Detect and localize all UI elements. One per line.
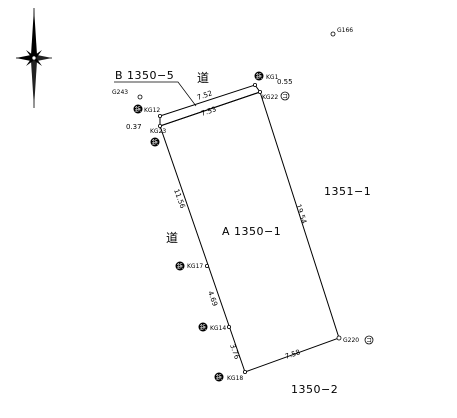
station-kg12 — [157, 114, 162, 119]
label-g166: G166 — [337, 27, 353, 34]
svg-text:コ: コ — [366, 338, 372, 345]
dim-end-055: 0.55 — [277, 78, 293, 86]
rivet-icon: 鋲 — [254, 71, 264, 81]
label-kg18: KG18 — [227, 375, 243, 382]
dim-end-037: 0.37 — [126, 123, 142, 131]
svg-text:コ: コ — [282, 94, 288, 101]
rivet-icon: 鋲 — [175, 261, 185, 271]
lot-b-leader — [114, 81, 197, 107]
lot-b-label: B 1350−5 — [115, 69, 174, 82]
lot-a-label: A 1350−1 — [222, 225, 281, 238]
station-kg23 — [157, 124, 162, 129]
svg-text:鋲: 鋲 — [177, 263, 183, 271]
dim-west-376: 3.76 — [228, 343, 241, 361]
label-kg1: KG1 — [266, 74, 279, 81]
station-g166 — [330, 31, 336, 37]
dim-east-1954: 19.54 — [294, 203, 308, 225]
station-kg1 — [252, 83, 257, 88]
station-g220 — [336, 335, 342, 341]
svg-text:鋲: 鋲 — [216, 374, 222, 382]
label-kg23: KG23 — [150, 128, 166, 135]
dim-west-1156: 11.56 — [172, 188, 187, 210]
road-north-label: 道 — [197, 71, 209, 85]
station-kg18 — [242, 369, 247, 374]
label-g243: G243 — [112, 89, 128, 96]
svg-text:鋲: 鋲 — [256, 73, 262, 81]
rivet-icon: 鋲 — [198, 322, 208, 332]
station-kg22 — [257, 90, 262, 95]
rivet-icon: 鋲 — [133, 104, 143, 114]
label-kg22: KG22 — [262, 94, 278, 101]
station-kg17 — [204, 263, 209, 268]
concrete-post-icon: コ — [280, 91, 290, 101]
station-kg14 — [226, 324, 231, 329]
svg-text:鋲: 鋲 — [135, 106, 141, 114]
dim-south-758: 7.58 — [284, 348, 301, 361]
rivet-icon: 鋲 — [150, 137, 160, 147]
rivet-icon: 鋲 — [214, 372, 224, 382]
label-g220: G220 — [343, 337, 359, 344]
svg-text:鋲: 鋲 — [200, 324, 206, 332]
lot-south-label: 1350−2 — [291, 383, 338, 396]
label-kg14: KG14 — [210, 325, 226, 332]
label-kg12: KG12 — [144, 107, 160, 114]
dim-north-753: 7.53 — [200, 105, 217, 118]
compass-icon — [16, 8, 52, 108]
road-west-label: 道 — [166, 231, 178, 245]
label-kg17: KG17 — [187, 263, 203, 270]
concrete-post-icon: コ — [364, 335, 374, 345]
dim-north-752: 7.52 — [196, 89, 213, 102]
svg-text:鋲: 鋲 — [152, 139, 158, 147]
station-g243 — [137, 94, 143, 100]
lot-east-label: 1351−1 — [324, 185, 371, 198]
